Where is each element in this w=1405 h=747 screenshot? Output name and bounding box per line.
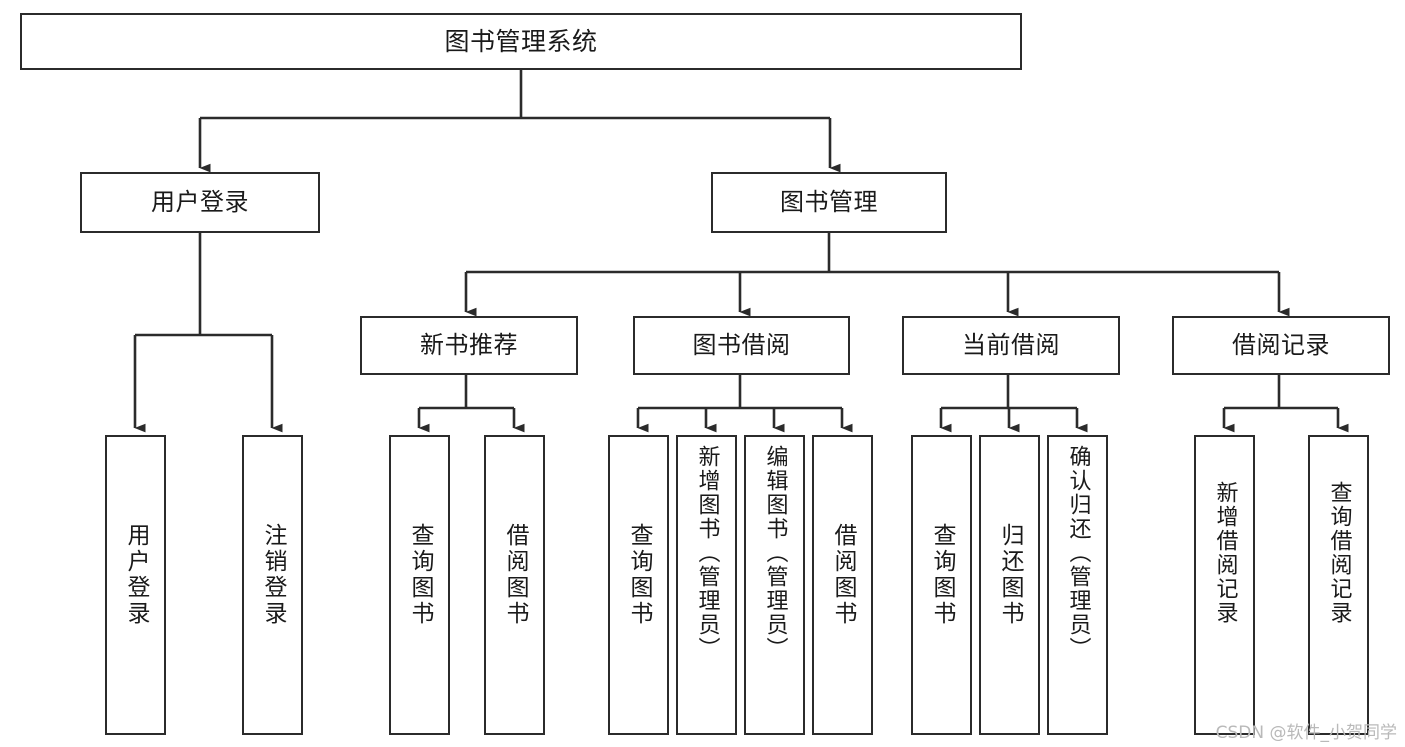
node-leaf-return-book-label: 归还图书: [997, 523, 1023, 627]
node-borrow-record-label: 借阅记录: [1232, 331, 1330, 360]
node-user-login-label: 用户登录: [151, 188, 249, 217]
node-leaf-return-book[interactable]: 归还图书: [979, 435, 1040, 735]
node-leaf-query-book-1[interactable]: 查询图书: [389, 435, 450, 735]
node-leaf-user-logout-label: 注销登录: [260, 523, 286, 627]
node-leaf-confirm-return[interactable]: 确认归还（管理员）: [1047, 435, 1108, 735]
node-leaf-user-login-label: 用户登录: [123, 523, 149, 627]
node-leaf-query-book-2[interactable]: 查询图书: [608, 435, 669, 735]
node-leaf-add-record[interactable]: 新增借阅记录: [1194, 435, 1255, 735]
node-current-borrow[interactable]: 当前借阅: [902, 316, 1120, 375]
node-leaf-add-book-label: 新增图书（管理员）: [694, 445, 720, 661]
node-book-borrow[interactable]: 图书借阅: [633, 316, 850, 375]
node-leaf-edit-book[interactable]: 编辑图书（管理员）: [744, 435, 805, 735]
node-book-management[interactable]: 图书管理: [711, 172, 947, 233]
node-leaf-confirm-return-label: 确认归还（管理员）: [1065, 445, 1091, 661]
node-leaf-query-record-label: 查询借阅记录: [1326, 481, 1352, 625]
node-user-login[interactable]: 用户登录: [80, 172, 320, 233]
node-leaf-borrow-book-2-label: 借阅图书: [830, 523, 856, 627]
node-leaf-add-book[interactable]: 新增图书（管理员）: [676, 435, 737, 735]
node-root[interactable]: 图书管理系统: [20, 13, 1022, 70]
node-book-management-label: 图书管理: [780, 188, 878, 217]
node-root-label: 图书管理系统: [444, 26, 598, 56]
node-leaf-add-record-label: 新增借阅记录: [1212, 481, 1238, 625]
node-new-book-recommend[interactable]: 新书推荐: [360, 316, 578, 375]
node-leaf-borrow-book-2[interactable]: 借阅图书: [812, 435, 873, 735]
node-leaf-user-login[interactable]: 用户登录: [105, 435, 166, 735]
node-leaf-query-book-3-label: 查询图书: [929, 523, 955, 627]
node-leaf-user-logout[interactable]: 注销登录: [242, 435, 303, 735]
node-leaf-borrow-book-1[interactable]: 借阅图书: [484, 435, 545, 735]
node-leaf-query-record[interactable]: 查询借阅记录: [1308, 435, 1369, 735]
node-leaf-borrow-book-1-label: 借阅图书: [502, 523, 528, 627]
node-leaf-query-book-2-label: 查询图书: [626, 523, 652, 627]
csdn-watermark: CSDN @软件_小贺同学: [1215, 723, 1397, 743]
node-current-borrow-label: 当前借阅: [962, 331, 1060, 360]
node-borrow-record[interactable]: 借阅记录: [1172, 316, 1390, 375]
node-leaf-query-book-3[interactable]: 查询图书: [911, 435, 972, 735]
node-new-book-recommend-label: 新书推荐: [420, 331, 518, 360]
node-leaf-edit-book-label: 编辑图书（管理员）: [762, 445, 788, 661]
node-book-borrow-label: 图书借阅: [692, 331, 791, 360]
node-leaf-query-book-1-label: 查询图书: [407, 523, 433, 627]
